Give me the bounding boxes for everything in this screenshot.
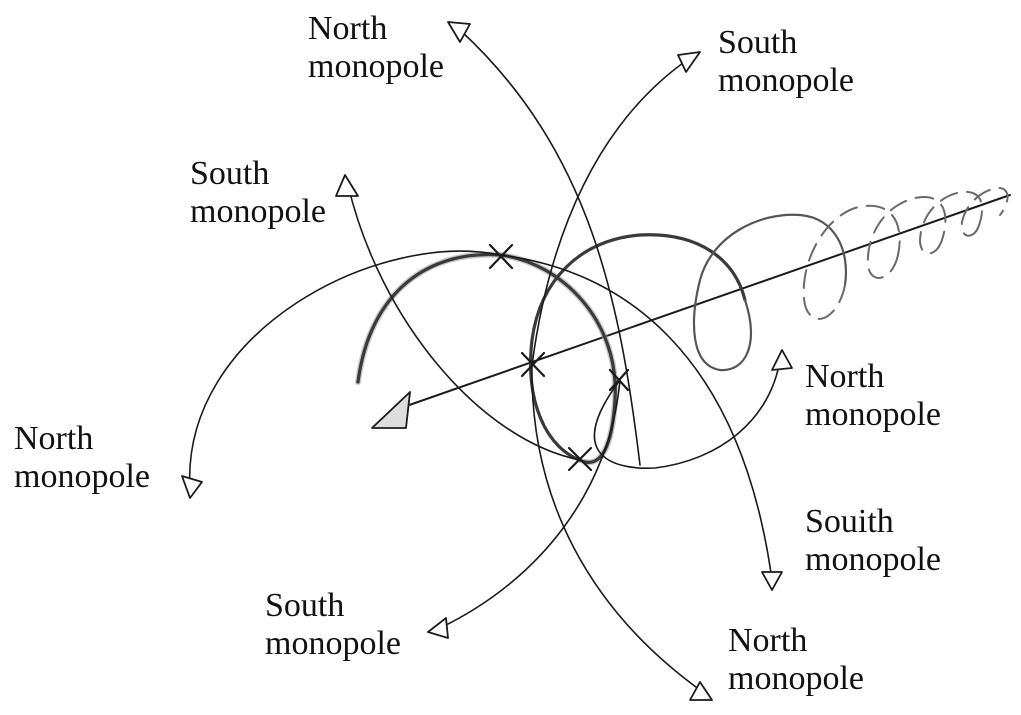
axis-arrow-icon: [372, 392, 410, 428]
label-north-monopole-left: North monopole: [14, 420, 150, 496]
arrow-south-left-icon: [336, 175, 358, 196]
label-south-monopole-left: South monopole: [190, 155, 326, 231]
arrow-south-top-right-icon: [678, 52, 700, 72]
arrow-north-left-icon: [182, 476, 202, 498]
arrow-north-top-icon: [448, 22, 470, 42]
label-south-monopole-top-right: South monopole: [718, 24, 854, 100]
field-line-south-top-right: [532, 58, 690, 365]
arrow-souith-right-icon: [762, 572, 782, 590]
label-south-monopole-bottom: South monopole: [265, 587, 401, 663]
field-line-south-bottom: [440, 380, 620, 628]
label-north-monopole-bottom: North monopole: [728, 622, 864, 698]
label-souith-monopole-right: Souith monopole: [805, 503, 941, 579]
field-line-north-left: [190, 251, 500, 490]
arrow-north-right-icon: [772, 350, 792, 370]
label-north-monopole-top: North monopole: [308, 10, 444, 86]
label-north-monopole-right: North monopole: [805, 358, 941, 434]
arrow-south-bottom-icon: [428, 618, 448, 638]
